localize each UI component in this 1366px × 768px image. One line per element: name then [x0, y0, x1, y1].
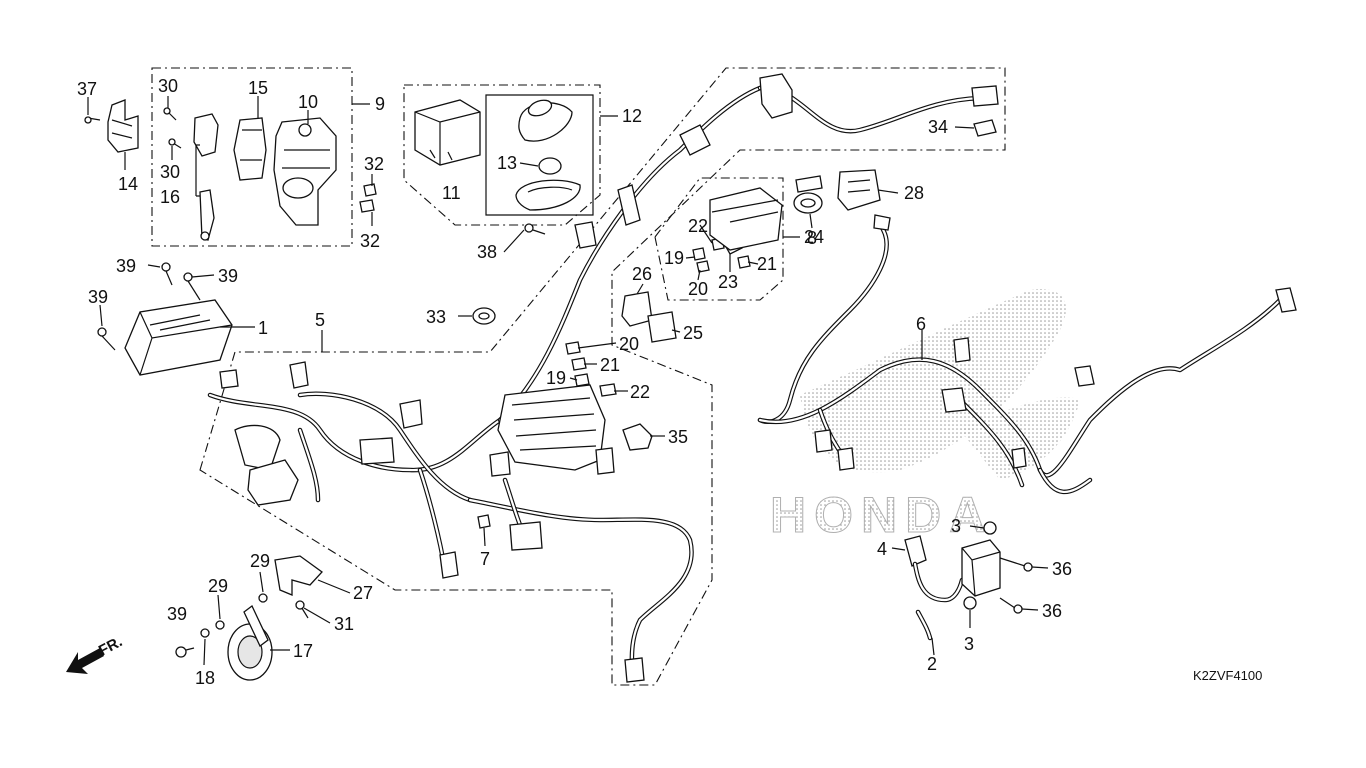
callouts: 37 14 30 30 16 15 10 9 32 32 12 13 11 38… — [77, 76, 1072, 688]
part-8-socket — [793, 175, 823, 214]
part-17-horn — [227, 605, 273, 681]
leader-lines — [87, 96, 1049, 666]
callout-23: 23 — [718, 272, 738, 292]
callout-2: 2 — [927, 654, 937, 674]
callout-19b: 19 — [664, 248, 684, 268]
callout-31: 31 — [334, 614, 354, 634]
part-2-cable — [915, 609, 933, 641]
callout-22b: 22 — [688, 216, 708, 236]
part-ignition-coil — [961, 521, 1033, 614]
callout-37: 37 — [77, 79, 97, 99]
honda-watermark: HONDA — [770, 289, 1080, 544]
part-35-cap — [622, 423, 653, 451]
callout-29a: 29 — [250, 551, 270, 571]
part-1-control-unit — [97, 262, 233, 376]
callout-24: 24 — [804, 227, 824, 247]
callout-3b: 3 — [964, 634, 974, 654]
front-direction-arrow: FR. — [66, 633, 125, 674]
callout-19a: 19 — [546, 368, 566, 388]
part-11-smart-unit — [414, 99, 481, 166]
part-4-plug-cap — [904, 535, 965, 603]
diagram-code: K2ZVF4100 — [1193, 668, 1262, 683]
watermark-text: HONDA — [770, 487, 993, 543]
callout-3a: 3 — [951, 516, 961, 536]
callout-10: 10 — [298, 92, 318, 112]
callout-39c: 39 — [88, 287, 108, 307]
callout-7: 7 — [480, 549, 490, 569]
part-32-clips — [359, 183, 377, 213]
part-28-switch — [837, 169, 881, 211]
part-6-sub-harness — [757, 214, 1297, 495]
callout-25: 25 — [683, 323, 703, 343]
part-13-key-fob — [515, 99, 581, 211]
callout-5: 5 — [315, 310, 325, 330]
callout-27: 27 — [353, 583, 373, 603]
callout-28: 28 — [904, 183, 924, 203]
callout-36a: 36 — [1052, 559, 1072, 579]
callout-33: 33 — [426, 307, 446, 327]
callout-26: 26 — [632, 264, 652, 284]
callout-36b: 36 — [1042, 601, 1062, 621]
part-25-26-relays — [621, 291, 677, 343]
group-boxes — [151, 67, 1006, 686]
callout-22a: 22 — [630, 382, 650, 402]
part-7-clip — [477, 514, 491, 529]
callout-4: 4 — [877, 539, 887, 559]
callout-20a: 20 — [619, 334, 639, 354]
callout-12: 12 — [622, 106, 642, 126]
callout-9: 9 — [375, 94, 385, 114]
callout-32a: 32 — [364, 154, 384, 174]
callout-32b: 32 — [360, 231, 380, 251]
callout-14: 14 — [118, 174, 138, 194]
callout-6: 6 — [916, 314, 926, 334]
callout-39b: 39 — [218, 266, 238, 286]
callout-15: 15 — [248, 78, 268, 98]
callout-20b: 20 — [688, 279, 708, 299]
callout-17: 17 — [293, 641, 313, 661]
part-38-bolt — [524, 223, 546, 235]
callout-21a: 21 — [600, 355, 620, 375]
callout-8: 8 — [807, 228, 817, 248]
part-24-fuse-box — [709, 187, 783, 251]
ignition-switch-parts — [163, 107, 337, 241]
callout-39d: 39 — [167, 604, 187, 624]
callout-34: 34 — [928, 117, 948, 137]
callout-11: 11 — [442, 183, 461, 203]
part-5-main-harness — [207, 73, 999, 683]
part-27-bracket — [274, 555, 323, 596]
callout-21b: 21 — [757, 254, 777, 274]
callout-1: 1 — [258, 318, 268, 338]
callout-13: 13 — [497, 153, 517, 173]
callout-29b: 29 — [208, 576, 228, 596]
part-34-connector — [973, 119, 997, 137]
callout-16: 16 — [160, 187, 180, 207]
callout-30a: 30 — [158, 76, 178, 96]
callout-35: 35 — [668, 427, 688, 447]
callout-18: 18 — [195, 668, 215, 688]
part-14-bracket — [84, 99, 139, 153]
callout-38: 38 — [477, 242, 497, 262]
part-33-clamp — [472, 307, 496, 325]
callout-30b: 30 — [160, 162, 180, 182]
callout-39a: 39 — [116, 256, 136, 276]
washers-and-bolts — [175, 593, 309, 658]
